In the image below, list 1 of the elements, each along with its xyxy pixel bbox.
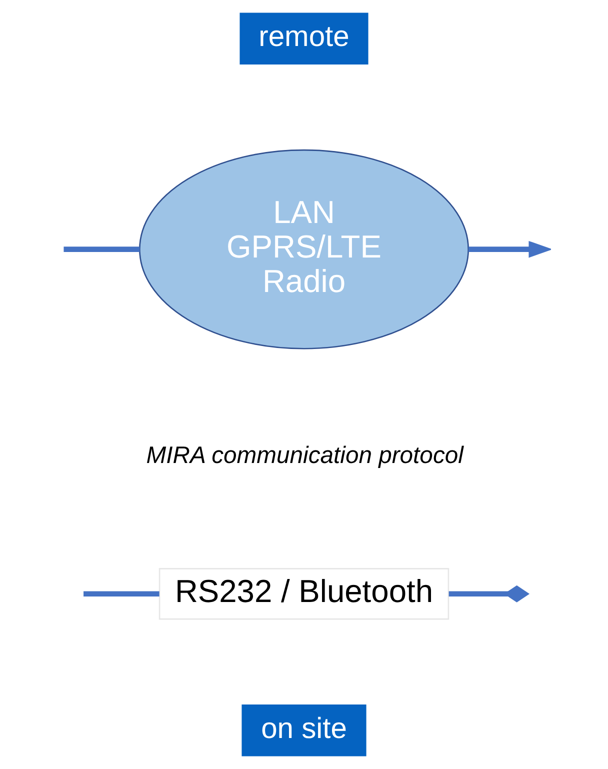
label: MIRA communication protocol	[146, 442, 464, 470]
